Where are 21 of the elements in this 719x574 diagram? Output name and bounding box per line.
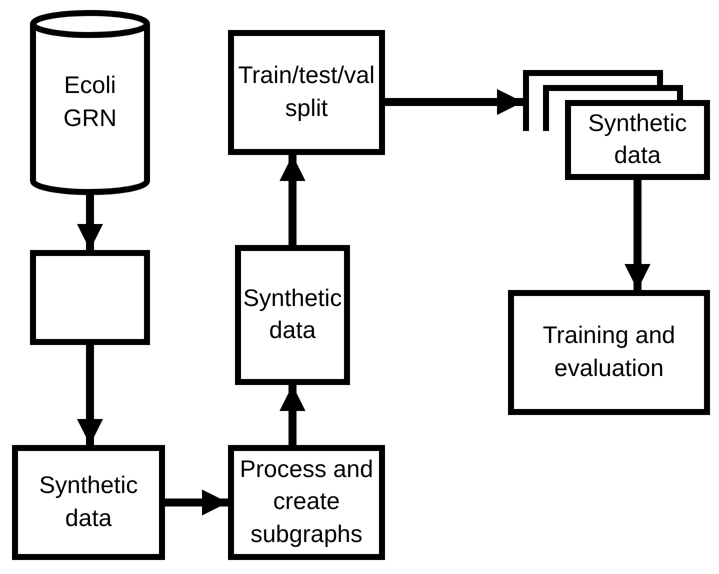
process-box — [235, 245, 350, 385]
arrow — [385, 89, 523, 115]
arrow — [165, 490, 228, 516]
process-box — [228, 30, 385, 155]
arrow — [280, 385, 306, 445]
process-box — [12, 445, 165, 560]
arrow — [77, 345, 103, 445]
box-label: Train/test/val split — [237, 61, 376, 124]
process-box — [30, 250, 150, 345]
process-box — [565, 100, 710, 180]
arrow — [624, 180, 650, 290]
box-label: Synthetic data — [587, 108, 688, 171]
box-label: Training and evaluation — [542, 321, 676, 384]
process-box — [228, 445, 385, 560]
process-box — [508, 290, 710, 415]
arrow — [77, 195, 103, 250]
box-label: Synthetic data — [38, 471, 139, 534]
box-label: Ecoli GRN — [62, 71, 118, 134]
arrow — [280, 155, 306, 245]
box-label: Process and create subgraphs — [238, 454, 374, 550]
box-label: Synthetic data — [242, 284, 343, 346]
